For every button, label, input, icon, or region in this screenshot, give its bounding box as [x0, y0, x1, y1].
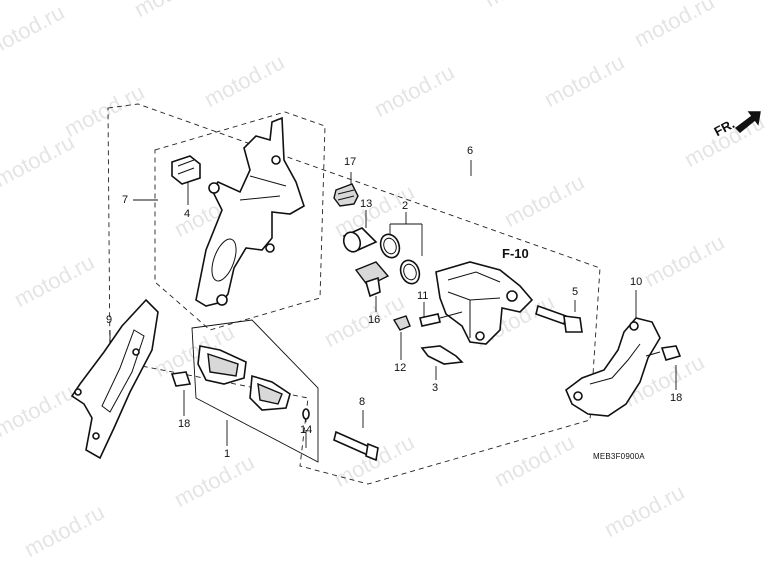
- guard-bolt: [645, 345, 682, 361]
- part-label-13: 13: [360, 198, 373, 210]
- disc-guard: [70, 298, 159, 460]
- part-label-3: 3: [432, 382, 439, 394]
- part-label-6: 6: [467, 145, 474, 157]
- bleeder-cap: [392, 315, 411, 331]
- part-label-18-left: 18: [178, 418, 191, 430]
- part-label-8: 8: [359, 396, 366, 408]
- pad-pin: [333, 430, 379, 462]
- disc-guard-bolt: [170, 371, 192, 387]
- part-label-14: 14: [300, 424, 313, 436]
- pad-group-outline: [191, 319, 319, 463]
- part-label-12: 12: [394, 362, 407, 374]
- caliper-bolt: [535, 304, 583, 333]
- part-label-7: 7: [122, 194, 129, 206]
- slide-pin: [354, 261, 390, 298]
- pad-retainer-clip: [171, 155, 201, 185]
- pin-clip: [302, 408, 310, 420]
- part-label-16: 16: [368, 314, 381, 326]
- caliper-guard: [565, 317, 661, 417]
- piston-seals: [379, 233, 421, 285]
- part-label-2: 2: [402, 200, 409, 212]
- bracket-group-outline: [154, 111, 326, 331]
- diagram-code: MEB3F0900A: [593, 452, 645, 461]
- part-label-1: 1: [224, 448, 231, 460]
- pad-spring: [420, 345, 464, 365]
- front-arrow-icon: [734, 111, 761, 133]
- brake-pads: [197, 345, 291, 411]
- reference-label: F-10: [502, 246, 529, 261]
- part-label-11: 11: [417, 290, 429, 302]
- caliper-bracket: [195, 116, 305, 307]
- pin-boot: [333, 183, 359, 207]
- part-label-9: 9: [106, 314, 113, 326]
- part-label-10: 10: [630, 276, 643, 288]
- part-label-4: 4: [184, 208, 191, 220]
- caliper-piston: [342, 227, 378, 253]
- part-label-18-right: 18: [670, 392, 683, 404]
- assembly-outline: [107, 103, 601, 485]
- caliper-body: [435, 261, 534, 345]
- bleeder-screw: [419, 311, 463, 327]
- part-label-17: 17: [344, 156, 357, 168]
- part-label-5: 5: [572, 286, 579, 298]
